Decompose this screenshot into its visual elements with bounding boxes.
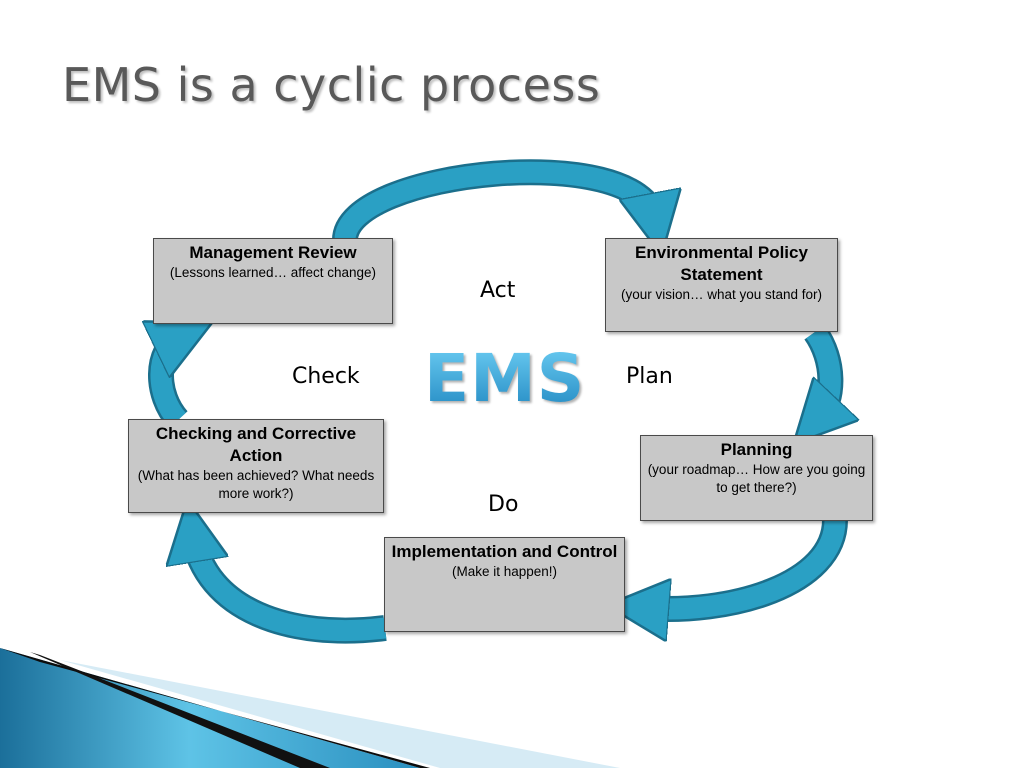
implementation-box: Implementation and Control (Make it happ… (384, 537, 625, 632)
checking-subtitle: (What has been achieved? What needs more… (137, 468, 375, 501)
planning-title: Planning (720, 440, 793, 459)
implementation-subtitle: (Make it happen!) (451, 564, 558, 579)
phase-act-label: Act (480, 278, 516, 303)
slide-title: EMS is a cyclic process (62, 58, 601, 112)
management-review-box: Management Review (Lessons learned… affe… (153, 238, 393, 324)
environmental-policy-title: Environmental Policy Statement (635, 243, 808, 284)
checking-title: Checking and Corrective Action (155, 424, 357, 465)
phase-do-label: Do (488, 492, 519, 517)
planning-subtitle: (your roadmap… How are you going to get … (647, 462, 866, 495)
management-review-subtitle: (Lessons learned… affect change) (169, 265, 377, 280)
environmental-policy-subtitle: (your vision… what you stand for) (620, 287, 823, 302)
environmental-policy-box: Environmental Policy Statement (your vis… (605, 238, 838, 332)
phase-plan-label: Plan (626, 364, 673, 389)
planning-box: Planning (your roadmap… How are you goin… (640, 435, 873, 521)
ems-center-label: EMS (424, 340, 586, 417)
phase-check-label: Check (292, 364, 360, 389)
checking-box: Checking and Corrective Action (What has… (128, 419, 384, 513)
implementation-title: Implementation and Control (391, 542, 618, 561)
management-review-title: Management Review (189, 243, 357, 262)
